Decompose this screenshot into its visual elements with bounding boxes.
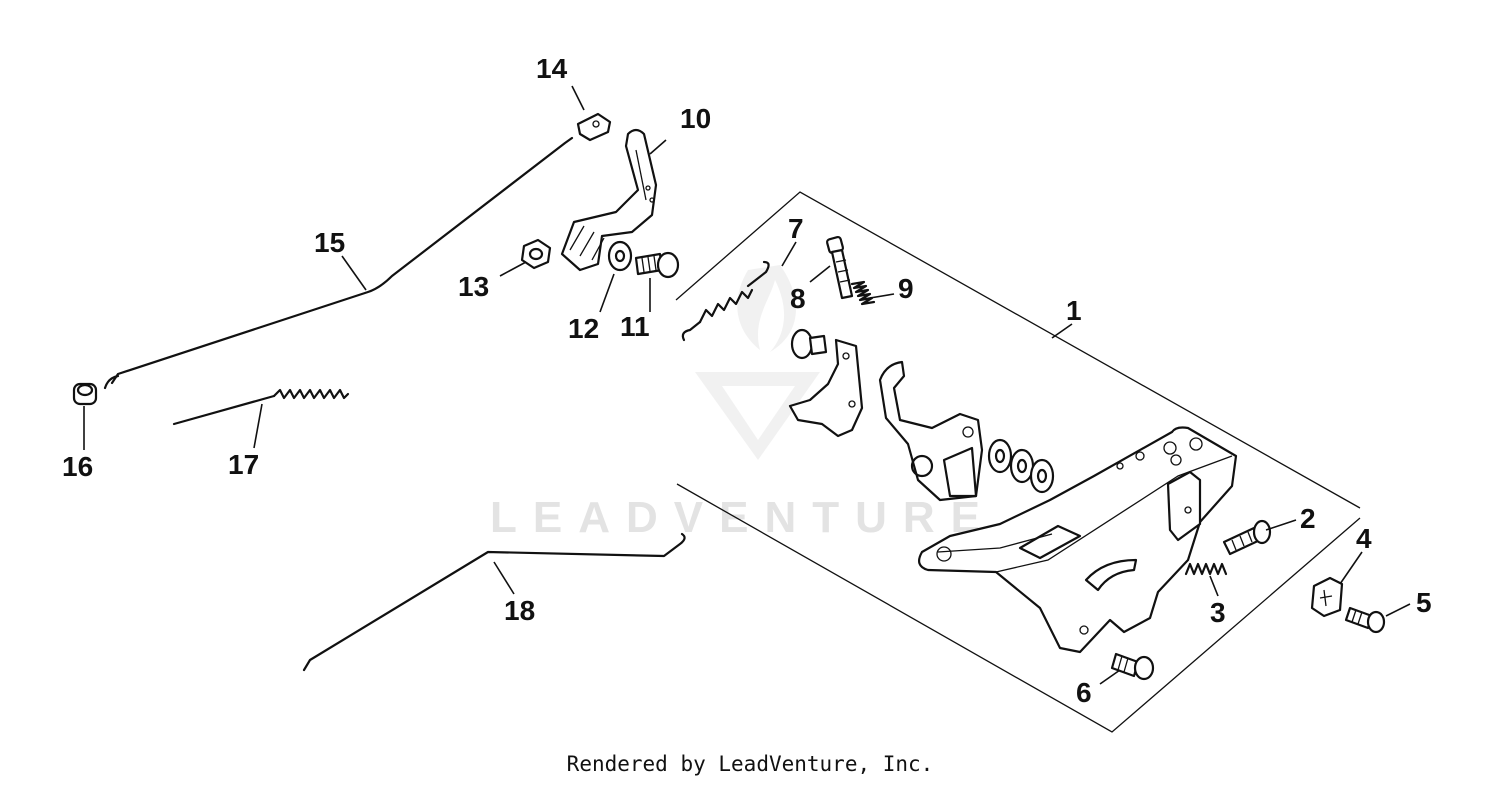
- callout-13: 13: [458, 271, 489, 302]
- callout-labels: 1 2 3 4 5 6 7 8 9 10 11 12 13 14 15 16 1…: [62, 53, 1432, 708]
- lever-assembly: [788, 328, 984, 502]
- part-8-bolt: [826, 236, 854, 300]
- callout-3: 3: [1210, 597, 1226, 628]
- part-1-control-plate: [917, 426, 1238, 654]
- part-18-rod: [302, 532, 686, 672]
- callout-12: 12: [568, 313, 599, 344]
- callout-8: 8: [790, 283, 806, 314]
- part-16-grommet: [72, 382, 98, 406]
- callout-10: 10: [680, 103, 711, 134]
- part-14-clip: [576, 112, 612, 142]
- part-5-screw: [1344, 606, 1386, 634]
- callout-2: 2: [1300, 503, 1316, 534]
- callout-16: 16: [62, 451, 93, 482]
- callout-18: 18: [504, 595, 535, 626]
- part-7-spring: [681, 260, 770, 342]
- washer-stack: [987, 438, 1055, 494]
- callout-6: 6: [1076, 677, 1092, 708]
- callout-1: 1: [1066, 295, 1082, 326]
- callout-5: 5: [1416, 587, 1432, 618]
- assembly-outline: [675, 191, 1361, 733]
- callout-15: 15: [314, 227, 345, 258]
- callout-9: 9: [898, 273, 914, 304]
- watermark-logo-icon: [695, 265, 820, 460]
- part-12-washer: [607, 240, 633, 272]
- footer-credit: Rendered by LeadVenture, Inc.: [566, 752, 934, 776]
- callout-7: 7: [788, 213, 804, 244]
- callout-17: 17: [228, 449, 259, 480]
- callout-11: 11: [620, 311, 650, 342]
- part-2-bolt: [1222, 519, 1272, 556]
- part-15-rod: [103, 136, 574, 390]
- callout-4: 4: [1356, 523, 1372, 554]
- part-11-bolt: [634, 251, 680, 279]
- part-17-spring-wire: [172, 388, 350, 426]
- watermark-text: LEADVENTURE: [490, 493, 996, 542]
- part-6-screw: [1110, 652, 1155, 681]
- leader-lines: [83, 85, 1411, 685]
- callout-14: 14: [536, 53, 568, 84]
- part-9-spring: [850, 280, 876, 306]
- part-4-clip: [1310, 576, 1344, 618]
- part-10-bracket: [560, 128, 658, 272]
- part-13-nut: [520, 238, 552, 270]
- part-3-spring: [1184, 562, 1228, 576]
